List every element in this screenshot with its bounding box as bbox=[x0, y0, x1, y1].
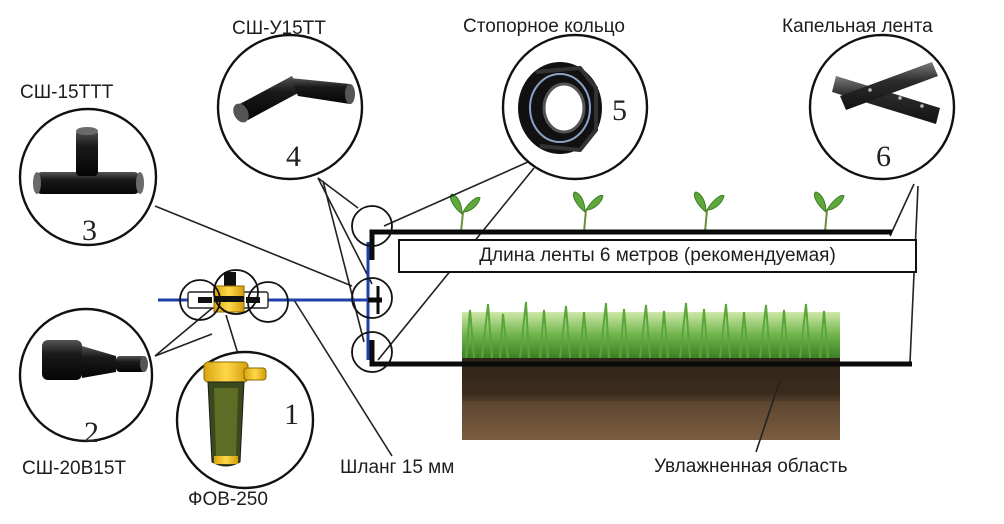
callout-drip-tape: 6 bbox=[808, 33, 956, 181]
inline-filter bbox=[187, 272, 269, 313]
filter-fov250-icon bbox=[203, 361, 267, 467]
soil-section bbox=[462, 301, 840, 440]
part-number-6: 6 bbox=[876, 140, 891, 173]
grass-strip bbox=[462, 301, 840, 359]
filter-connector-circle-left bbox=[179, 279, 221, 321]
filter-connector-circle-right bbox=[247, 281, 289, 323]
stop-ring-icon bbox=[518, 62, 602, 154]
tee-circle bbox=[351, 277, 393, 319]
callout-elbow-shu15tt: 4 bbox=[216, 33, 364, 181]
seedling bbox=[572, 191, 604, 233]
seedling bbox=[813, 191, 845, 233]
label-stop-ring: Стопорное кольцо bbox=[463, 16, 626, 37]
callout-adapter-sh20v15t: 2 bbox=[18, 307, 154, 449]
label-wet-area: Увлажненная область bbox=[654, 456, 848, 477]
elbow-shu15tt-icon bbox=[233, 76, 355, 123]
label-fov250: ФОВ-250 bbox=[188, 489, 268, 510]
adapter-sh20v15t-icon bbox=[42, 340, 148, 380]
callout-filter-fov250: 1 bbox=[175, 350, 315, 490]
tee-sh15ttt-icon bbox=[33, 127, 144, 194]
seedling bbox=[449, 193, 481, 233]
junction-circles bbox=[179, 205, 393, 373]
drip-tape-lines bbox=[368, 229, 912, 367]
callout-tee-sh15ttt: 3 bbox=[18, 107, 158, 247]
label-drip-tape: Капельная лента bbox=[782, 16, 933, 37]
label-sh20v15t: СШ-20В15Т bbox=[22, 458, 127, 479]
tape-length-banner: Длина ленты 6 метров (рекомендуемая) bbox=[398, 239, 917, 273]
filter-body-circle bbox=[213, 269, 259, 315]
drip-tape-icon bbox=[832, 62, 940, 124]
seedlings bbox=[449, 191, 845, 233]
label-sh15ttt: СШ-15ТТТ bbox=[20, 82, 114, 103]
part-number-5: 5 bbox=[612, 94, 627, 127]
label-shu15tt: СШ-У15ТТ bbox=[232, 18, 326, 39]
part-number-3: 3 bbox=[82, 214, 97, 247]
elbow-circle-bottom bbox=[351, 331, 393, 373]
part-number-2: 2 bbox=[84, 416, 99, 449]
label-hose: Шланг 15 мм bbox=[340, 457, 455, 478]
elbow-circle-top bbox=[351, 205, 393, 247]
part-number-4: 4 bbox=[286, 140, 301, 173]
seedling bbox=[693, 191, 725, 233]
callout-stop-ring: 5 bbox=[501, 33, 649, 181]
part-number-1: 1 bbox=[284, 398, 299, 431]
